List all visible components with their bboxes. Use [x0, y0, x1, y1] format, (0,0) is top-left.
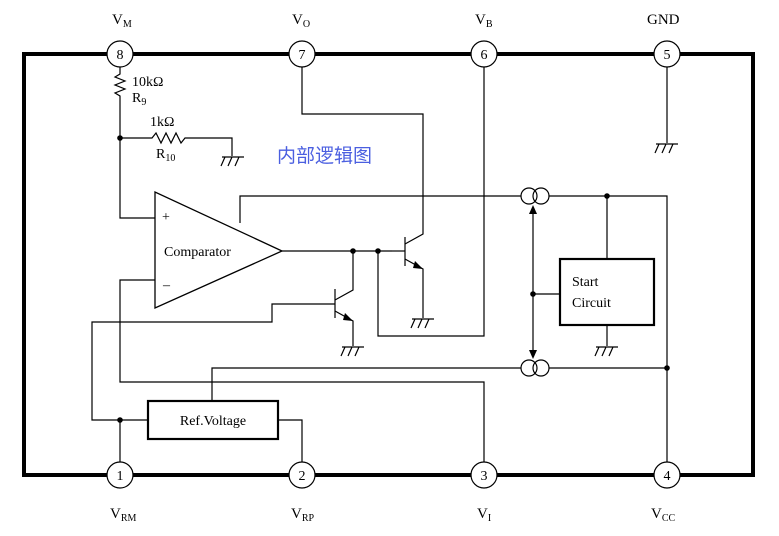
comparator-label: Comparator — [164, 245, 231, 260]
ground-symbol-r10 — [221, 157, 244, 166]
pin-8-label: VM — [112, 12, 132, 30]
resistor-r10: 1kΩ R10 — [117, 115, 232, 164]
ground-symbol-q1 — [411, 319, 434, 328]
pin-1-number: 1 — [117, 469, 124, 484]
pin-4-label: VCC — [651, 506, 676, 524]
pin-3-number: 3 — [481, 469, 488, 484]
comparator-minus: – — [162, 278, 171, 293]
pin-7-number: 7 — [299, 48, 306, 63]
ground-symbol-start — [595, 347, 618, 356]
pin-3-label: VI — [477, 506, 491, 524]
pin-4-number: 4 — [664, 469, 671, 484]
pin-1-label: VRM — [110, 506, 137, 524]
pin-5-number: 5 — [664, 48, 671, 63]
pin-1: 1 VRM — [107, 462, 137, 524]
start-circuit-line1: Start — [572, 275, 599, 290]
ground-symbol-q2 — [341, 347, 364, 356]
pin-7: VO 7 — [289, 12, 315, 67]
pin-7-label: VO — [292, 12, 310, 30]
r9-label: R9 — [132, 91, 146, 108]
current-source-top — [521, 188, 549, 204]
pin-6: VB 6 — [471, 12, 497, 67]
pin-2: 2 VRP — [289, 462, 315, 524]
start-circuit-line2: Circuit — [572, 296, 611, 311]
r10-label: R10 — [156, 147, 175, 164]
r10-value: 1kΩ — [150, 115, 174, 130]
current-source-bottom — [521, 360, 549, 376]
ref-voltage-block: Ref.Voltage — [148, 401, 278, 439]
pin-5-label: GND — [647, 12, 680, 28]
diagram-title: 内部逻辑图 — [277, 145, 372, 167]
pin-3: 3 VI — [471, 462, 497, 524]
transistor-q1 — [302, 67, 423, 318]
ref-voltage-label: Ref.Voltage — [180, 414, 246, 429]
comparator: + – Comparator — [155, 192, 282, 308]
pin-2-label: VRP — [291, 506, 315, 524]
pin-2-number: 2 — [299, 469, 306, 484]
comparator-plus: + — [162, 210, 170, 225]
start-circuit-block: Start Circuit — [560, 259, 654, 325]
pin-5: GND 5 — [647, 12, 680, 67]
pin-6-label: VB — [475, 12, 493, 30]
pin-4: 4 VCC — [651, 462, 680, 524]
r9-value: 10kΩ — [132, 75, 163, 90]
ground-symbol-pin5 — [655, 67, 678, 153]
pin-8: VM 8 — [107, 12, 133, 67]
pin-8-number: 8 — [117, 48, 124, 63]
pin-6-number: 6 — [481, 48, 488, 63]
